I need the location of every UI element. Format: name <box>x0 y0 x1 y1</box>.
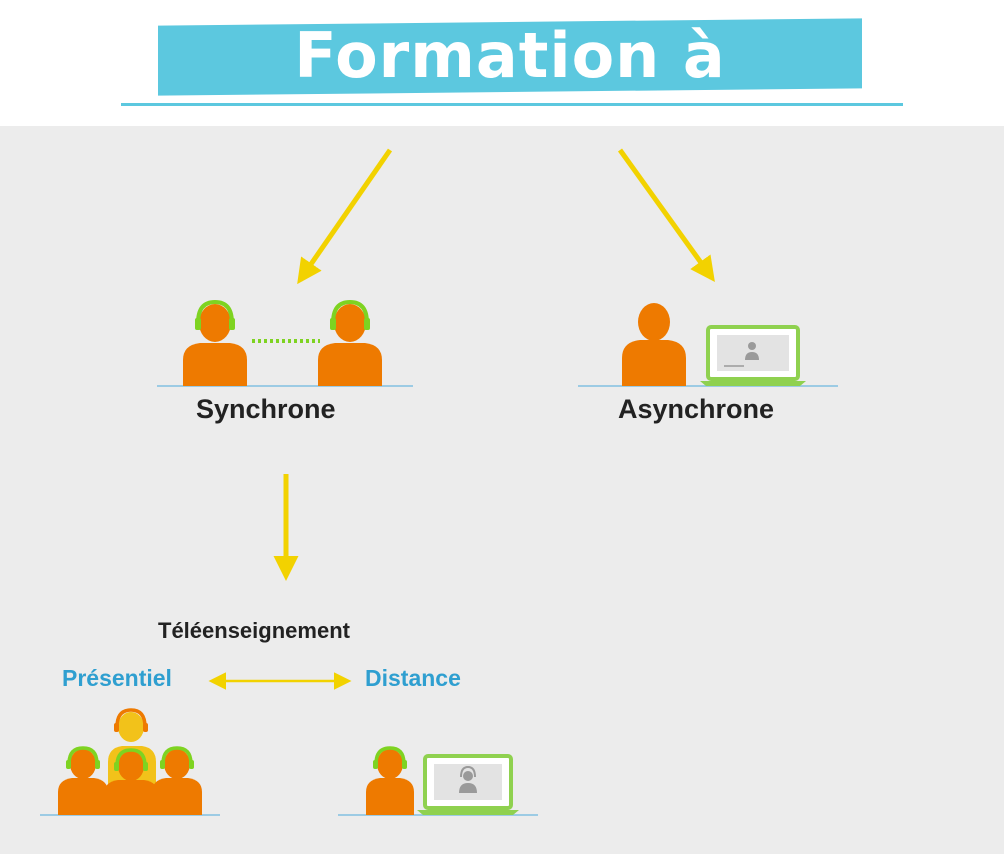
asynchrone-illustration <box>578 303 838 387</box>
laptop-icon <box>417 754 519 815</box>
student-with-headset-icon <box>366 746 414 815</box>
asynchrone-label: Asynchrone <box>618 394 775 424</box>
person-icon <box>622 303 686 386</box>
diagram-panel <box>0 126 1004 854</box>
distance-label: Distance <box>365 665 461 691</box>
person-with-headset-icon <box>183 299 247 386</box>
header: Formation à distance <box>0 0 1004 176</box>
presentiel-illustration <box>40 708 220 816</box>
arrow-to-synchrone <box>297 148 393 285</box>
person-with-headset-icon <box>318 299 382 386</box>
distance-illustration <box>338 746 538 816</box>
student-with-headset-icon <box>58 746 108 815</box>
presentiel-label: Présentiel <box>62 665 172 691</box>
student-with-headset-icon <box>104 748 158 815</box>
arrow-to-asynchrone <box>617 148 715 283</box>
laptop-icon <box>700 325 806 386</box>
synchrone-illustration <box>157 299 413 387</box>
teleenseignement-label: Téléenseignement <box>158 618 350 643</box>
synchrone-label: Synchrone <box>196 394 336 424</box>
student-with-headset-icon <box>152 746 202 815</box>
title-underline <box>121 103 903 106</box>
